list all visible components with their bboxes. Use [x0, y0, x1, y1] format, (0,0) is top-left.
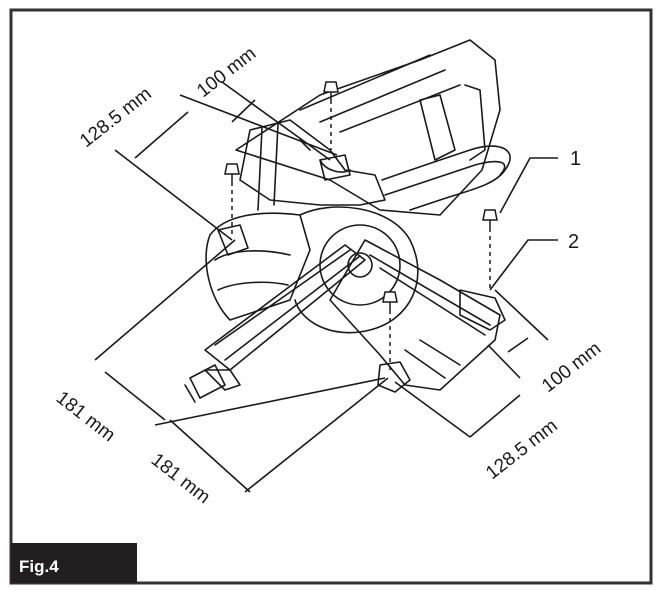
- dim-line-right-outer: [469, 394, 521, 438]
- frame-border: [9, 8, 653, 585]
- callout-number-2: 2: [568, 231, 579, 253]
- bolt-front-icon: [382, 291, 398, 372]
- miter-saw-illustration: [184, 39, 511, 403]
- saw-blade-guard: [294, 206, 419, 334]
- saw-foot-top: [319, 154, 351, 181]
- saw-rear-housing: [235, 39, 501, 216]
- dim-line-bottom-inner: [104, 371, 166, 421]
- callout-number-1: 1: [570, 148, 581, 170]
- saw-foot-left: [217, 224, 249, 256]
- mounting-bolts: [224, 81, 498, 372]
- bolt-right-icon: [482, 209, 498, 290]
- callout-leader-2: [489, 239, 558, 291]
- saw-fence-rail: [204, 244, 366, 371]
- dim-line-right-inner: [507, 337, 529, 353]
- dimension-lines: [94, 81, 558, 493]
- dim-line-top-left-outer: [134, 111, 189, 159]
- figure-label: Fig.4: [19, 557, 59, 576]
- saw-handle: [381, 145, 511, 211]
- saw-foot-front: [377, 361, 411, 393]
- callout-leader-1: [499, 157, 558, 214]
- bolt-top-icon: [323, 81, 339, 150]
- saw-foot-right: [459, 289, 506, 331]
- saw-base-left: [205, 212, 311, 321]
- dim-line-bottom-outer: [169, 419, 251, 493]
- bolt-left-icon: [224, 163, 240, 235]
- saw-motor-housing: [239, 119, 386, 206]
- figure-label-bg: [11, 543, 137, 583]
